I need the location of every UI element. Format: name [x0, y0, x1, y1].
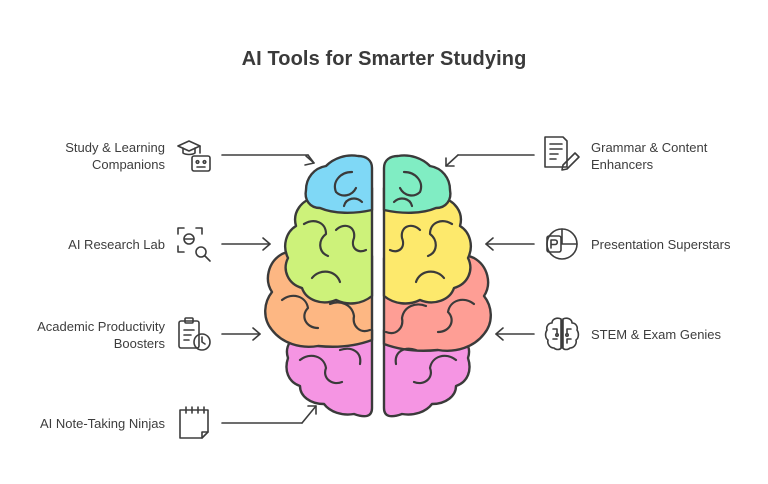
arrow-academic-productivity	[221, 327, 261, 341]
arrow-grammar-content	[445, 154, 535, 167]
brain-right-hemisphere	[382, 154, 492, 418]
label-academic-productivity: Academic Productivity Boosters	[37, 319, 165, 351]
arrow-presentation-superstars	[485, 237, 535, 251]
brain-circuit-icon	[544, 317, 580, 351]
label-study-learning: Study & Learning Companions	[65, 140, 165, 172]
label-ai-research-lab: AI Research Lab	[68, 237, 165, 252]
label-stem-exam: STEM & Exam Genies	[591, 327, 722, 342]
notepad-icon	[179, 406, 209, 439]
arrow-ai-research-lab	[221, 237, 271, 251]
arrow-study-learning	[221, 154, 315, 166]
lobe-blue-left	[304, 154, 374, 214]
label-presentation-superstars: Presentation Superstars	[591, 237, 731, 252]
arrow-ai-note-taking	[221, 405, 317, 424]
graduation-cap-robot-icon	[177, 140, 211, 172]
presentation-p-icon	[546, 228, 578, 260]
lobe-mint-right	[382, 154, 452, 214]
brain-left-hemisphere	[264, 154, 374, 418]
label-grammar-content: Grammar & Content Enhancers	[591, 140, 708, 172]
diagram-title: AI Tools for Smarter Studying	[241, 48, 527, 70]
label-ai-note-taking: AI Note-Taking Ninjas	[40, 416, 165, 431]
clipboard-clock-icon	[178, 317, 211, 351]
arrow-stem-exam	[495, 327, 535, 341]
document-pencil-icon	[544, 136, 580, 171]
research-lens-icon	[177, 227, 211, 262]
